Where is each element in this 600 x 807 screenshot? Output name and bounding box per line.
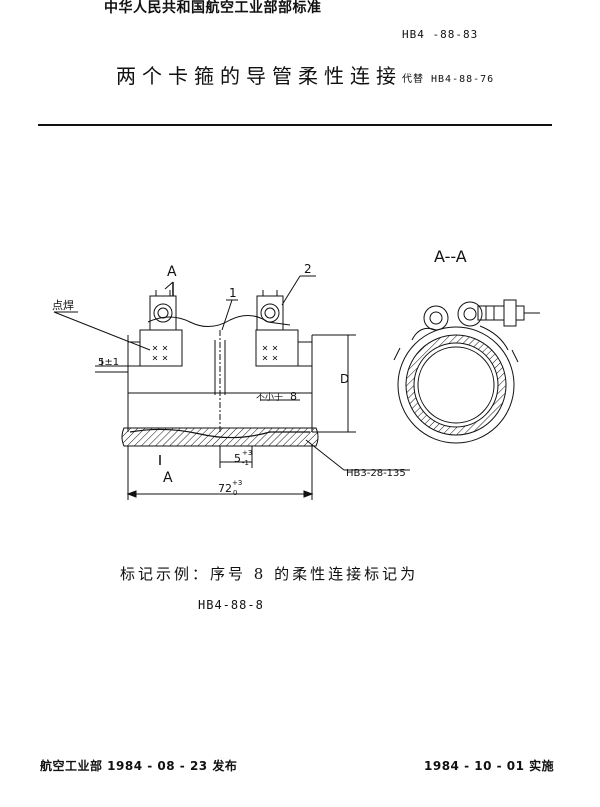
issue-date: 航空工业部 1984 - 08 - 23 发布	[40, 759, 238, 773]
dim-72-tol-lower: 0	[233, 489, 237, 497]
document-title: 两个卡箍的导管柔性连接	[116, 64, 402, 88]
standard-number: HB4 -88-83	[402, 28, 479, 41]
header-rule	[38, 124, 552, 126]
effective-date: 1984 - 10 - 01 实施	[424, 759, 555, 773]
dim-5-label: 5	[234, 452, 241, 465]
section-title: A--A	[434, 247, 467, 266]
technical-drawing: A A 1 2 点焊 5±1 D 不小于 8 5 +3 -1 72 +3 0 H…	[52, 247, 540, 500]
dim-d-label: D	[340, 372, 349, 386]
part-2-label: 2	[304, 262, 312, 276]
dim-5-tol-upper: +3	[242, 449, 252, 457]
hose-ref-label: HB3-28-135	[346, 468, 406, 479]
section-arrow-bottom-label: A	[163, 470, 173, 486]
spot-weld-label: 点焊	[52, 298, 74, 312]
dim-72-label: 72	[218, 482, 232, 495]
dim-5pm1-label: 5±1	[98, 357, 119, 368]
marking-code: HB4-88-8	[198, 598, 264, 612]
issuer-heading: 中华人民共和国航空工业部部标准	[104, 0, 322, 16]
dim-72-tol-upper: +3	[232, 479, 242, 487]
dim-5-tol-lower: -1	[242, 459, 249, 467]
marking-example: 标记示例：序号 8 的柔性连接标记为	[120, 565, 419, 583]
section-view	[393, 299, 540, 444]
side-view	[53, 275, 410, 500]
dim-not-less-label: 不小于	[256, 392, 283, 403]
replaces-note: 代替 HB4-88-76	[402, 74, 495, 85]
section-arrow-top-label: A	[167, 264, 177, 280]
dim-8-label: 8	[290, 390, 297, 403]
part-1-label: 1	[229, 286, 237, 300]
